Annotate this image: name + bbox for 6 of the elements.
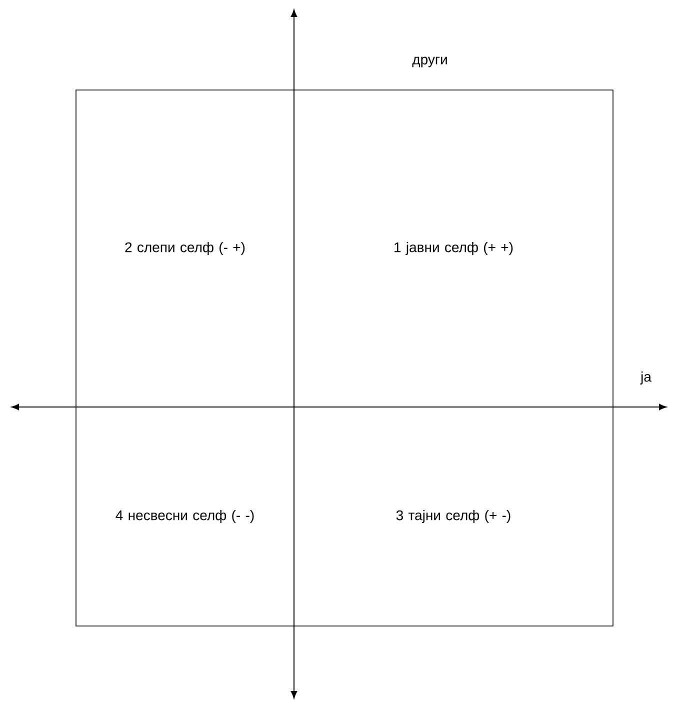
- quadrant-box: 4 несвесни селф (- -): [76, 406, 294, 626]
- quadrant-box: 3 тајни селф (+ -): [294, 406, 614, 626]
- quadrant-box: 2 слепи селф (- +): [76, 90, 294, 408]
- quadrant-box: 1 јавни селф (+ +): [294, 90, 614, 408]
- axis-label: ја: [640, 371, 652, 385]
- axis-label: други: [412, 56, 447, 68]
